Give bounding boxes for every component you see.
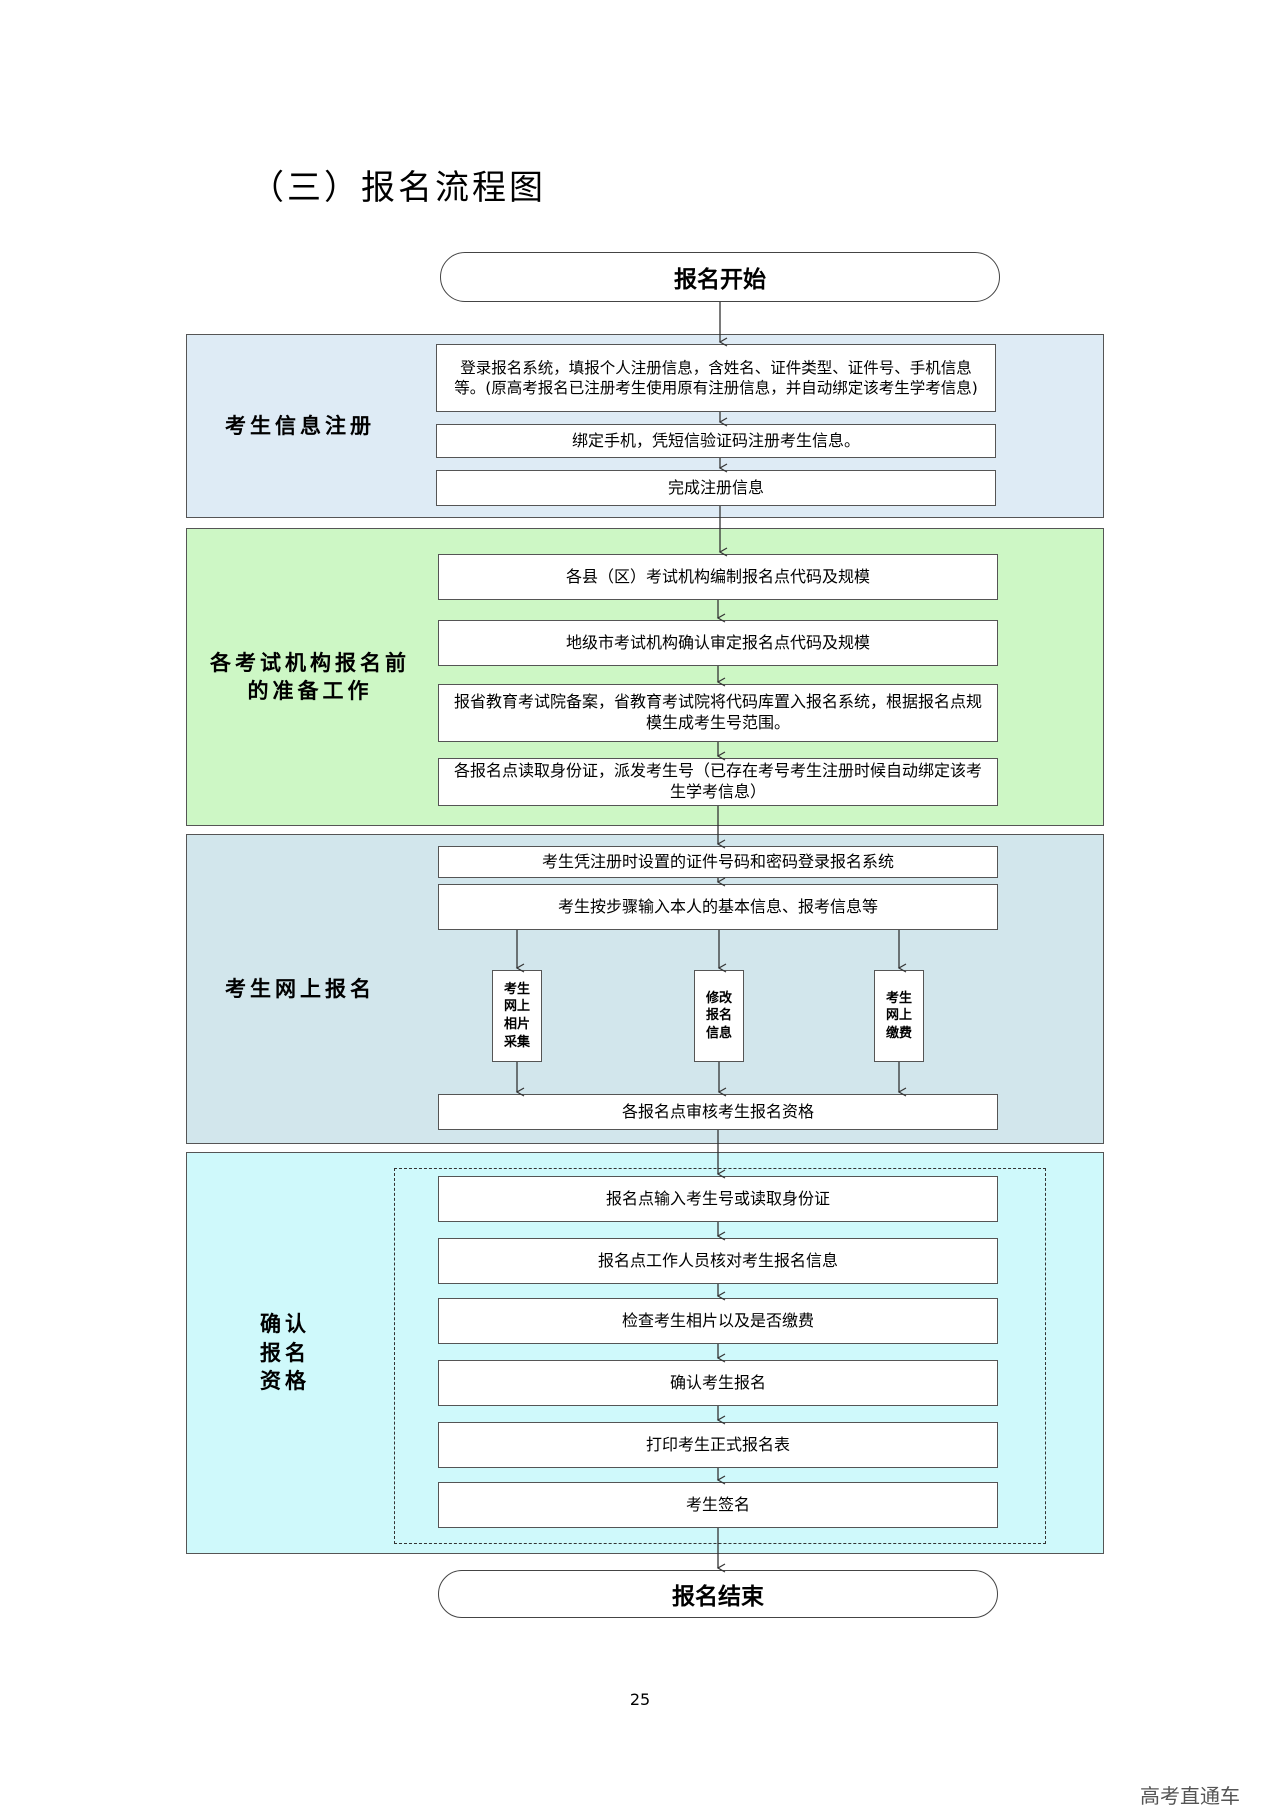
step-sign: 考生签名 xyxy=(438,1482,998,1528)
step-county-coding: 各县（区）考试机构编制报名点代码及规模 xyxy=(438,554,998,600)
branch-online-payment: 考生网上缴费 xyxy=(874,970,924,1062)
page-number: 25 xyxy=(629,1690,651,1709)
flow-start: 报名开始 xyxy=(440,252,1000,302)
section-preparation-label: 各考试机构报名前的准备工作 xyxy=(210,649,410,703)
branch-modify-info: 修改报名信息 xyxy=(694,970,744,1062)
step-review-eligibility: 各报名点审核考生报名资格 xyxy=(438,1094,998,1130)
step-confirm-registration: 确认考生报名 xyxy=(438,1360,998,1406)
page-title: （三）报名流程图 xyxy=(250,168,546,208)
flow-end: 报名结束 xyxy=(438,1570,998,1618)
step-print-form: 打印考生正式报名表 xyxy=(438,1422,998,1468)
section-confirm-eligibility-label: 确认报名资格 xyxy=(260,1311,310,1394)
step-verify-info: 报名点工作人员核对考生报名信息 xyxy=(438,1238,998,1284)
step-province-filing: 报省教育考试院备案，省教育考试院将代码库置入报名系统，根据报名点规模生成考生号范… xyxy=(438,684,998,742)
step-online-login: 考生凭注册时设置的证件号码和密码登录报名系统 xyxy=(438,846,998,878)
step-enter-info: 考生按步骤输入本人的基本信息、报考信息等 xyxy=(438,884,998,930)
watermark: 高考直通车 xyxy=(1140,1784,1240,1808)
step-check-photo-payment: 检查考生相片以及是否缴费 xyxy=(438,1298,998,1344)
branch-photo-collection: 考生网上相片采集 xyxy=(492,970,542,1062)
step-login-register: 登录报名系统，填报个人注册信息，含姓名、证件类型、证件号、手机信息等。(原高考报… xyxy=(436,344,996,412)
section-online-registration-label: 考生网上报名 xyxy=(225,975,375,1001)
step-complete-registration: 完成注册信息 xyxy=(436,470,996,506)
step-issue-exam-number: 各报名点读取身份证，派发考生号（已存在考号考生注册时候自动绑定该考生学考信息） xyxy=(438,758,998,806)
step-input-exam-number: 报名点输入考生号或读取身份证 xyxy=(438,1176,998,1222)
confirm-steps-group xyxy=(394,1168,1046,1544)
section-registration-label: 考生信息注册 xyxy=(225,412,375,438)
step-city-review: 地级市考试机构确认审定报名点代码及规模 xyxy=(438,620,998,666)
step-bind-phone: 绑定手机，凭短信验证码注册考生信息。 xyxy=(436,424,996,458)
